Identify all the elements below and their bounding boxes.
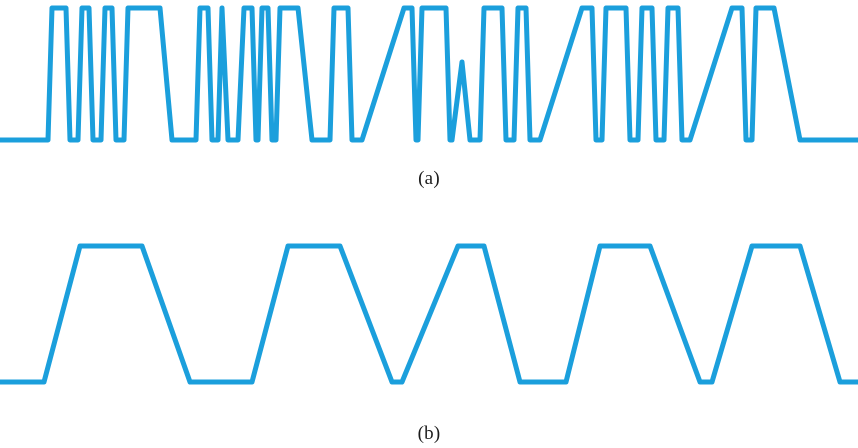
caption-panel-a: (a) [418, 168, 440, 189]
panel-b-svg [0, 243, 858, 385]
waveform-trace-a [0, 5, 858, 143]
waveform-trace-b [0, 243, 858, 385]
caption-panel-b: (b) [417, 423, 441, 444]
panel-a-waveform [0, 0, 858, 165]
panel-b-waveform [0, 230, 858, 405]
panel-a-svg [0, 5, 858, 143]
